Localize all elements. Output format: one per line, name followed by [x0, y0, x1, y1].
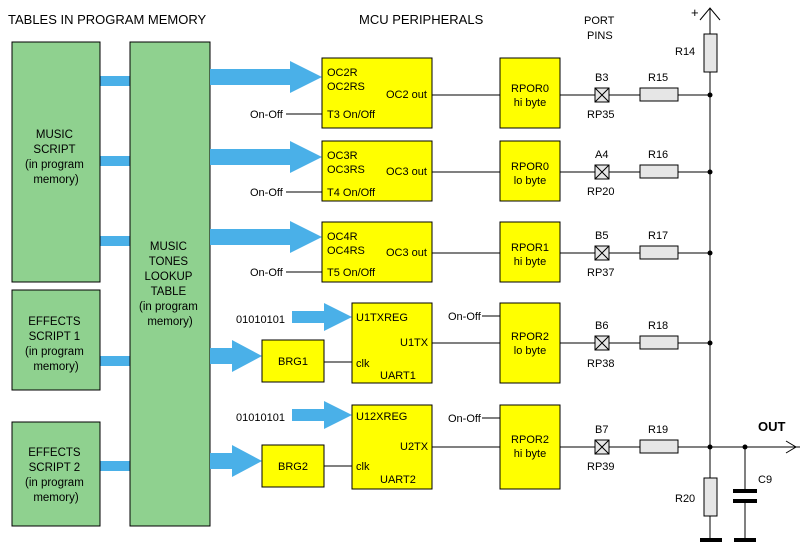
rpor4-onoff: On-Off	[448, 311, 482, 323]
oc-block-2: OC3R OC3RS OC3 out T4 On/Off On-Off	[250, 140, 433, 202]
header-mcu: MCU PERIPHERALS	[359, 12, 484, 27]
res-r18: R18	[648, 320, 668, 332]
pin-row-3: B5 RP37 R17	[560, 230, 710, 279]
header-pins: PINS	[587, 30, 613, 42]
pin-rp39: RP39	[587, 461, 615, 473]
pin-b3: B3	[595, 72, 608, 84]
effects-script-1-block	[11, 289, 101, 391]
oc-block-1: OC2R OC2RS OC2 out T3 On/Off On-Off	[250, 57, 433, 129]
oc3-reg2: OC4RS	[327, 245, 365, 257]
oc1-out: OC2 out	[386, 89, 427, 101]
pin-b7: B7	[595, 424, 608, 436]
oc3-out: OC3 out	[386, 247, 427, 259]
res-r19: R19	[648, 424, 668, 436]
oc1-reg1: OC2R	[327, 67, 358, 79]
uart1-clk: clk	[356, 358, 370, 370]
uart2-pattern: 01010101	[236, 412, 285, 424]
svg-text:RPOR2: RPOR2	[511, 434, 549, 446]
svg-text:RPOR1: RPOR1	[511, 242, 549, 254]
uart-block-1: 01010101 BRG1 U1TXREG U1TX clk UART1	[236, 302, 433, 384]
c9-label: C9	[758, 474, 772, 486]
pin-b5: B5	[595, 230, 608, 242]
res-r17: R17	[648, 230, 668, 242]
pin-rp38: RP38	[587, 358, 615, 370]
effects-script-2-label: EFFECTS SCRIPT 2 (in program memory)	[25, 447, 87, 504]
res-r16: R16	[648, 149, 668, 161]
oc3-onoff: On-Off	[250, 267, 284, 279]
effects-script-1-label: EFFECTS SCRIPT 1 (in program memory)	[25, 316, 87, 373]
svg-text:RPOR2: RPOR2	[511, 331, 549, 343]
oc3-timer: T5 On/Off	[327, 267, 376, 279]
oc2-out: OC3 out	[386, 166, 427, 178]
uart1-tx: U1TX	[400, 337, 429, 349]
capacitor-c9-bottom	[733, 499, 757, 503]
uart2-tx: U2TX	[400, 441, 429, 453]
oc2-timer: T4 On/Off	[327, 187, 376, 199]
oc2-reg2: OC3RS	[327, 164, 365, 176]
lookup-table-block	[129, 41, 211, 527]
pin-row-1: B3 RP35 R15	[560, 72, 710, 121]
oc-block-3: OC4R OC4RS OC3 out T5 On/Off On-Off	[250, 221, 433, 283]
uart2-clk: clk	[356, 461, 370, 473]
svg-text:hi byte: hi byte	[514, 97, 546, 109]
out-label: OUT	[758, 419, 786, 434]
uart2-reg: U12XREG	[356, 411, 407, 423]
pin-a4: A4	[595, 149, 608, 161]
resistor-r14	[703, 33, 718, 73]
svg-text:hi byte: hi byte	[514, 256, 546, 268]
svg-text:lo byte: lo byte	[514, 175, 546, 187]
header-tables: TABLES IN PROGRAM MEMORY	[8, 12, 206, 27]
pin-row-2: A4 RP20 R16	[560, 149, 710, 198]
resistor-r20	[703, 477, 718, 517]
oc1-reg2: OC2RS	[327, 81, 365, 93]
pin-rp20: RP20	[587, 186, 615, 198]
svg-text:lo byte: lo byte	[514, 345, 546, 357]
svg-text:RPOR0: RPOR0	[511, 161, 549, 173]
uart1-reg: U1TXREG	[356, 312, 408, 324]
brg1-label: BRG1	[278, 356, 308, 368]
oc2-reg1: OC3R	[327, 150, 358, 162]
output-rail: + R14 R20 C9 OUT	[675, 5, 797, 542]
rpor-block-1: RPOR0 hi byte	[499, 57, 561, 129]
peripheral-to-rpor-wires	[432, 94, 500, 448]
plus-label: +	[691, 5, 699, 20]
pin-rp35: RP35	[587, 109, 615, 121]
oc3-reg1: OC4R	[327, 231, 358, 243]
script-to-lookup-connectors	[100, 76, 130, 471]
svg-text:RPOR0: RPOR0	[511, 83, 549, 95]
rpor-block-2: RPOR0 lo byte	[499, 140, 561, 202]
capacitor-c9-top	[733, 489, 757, 493]
effects-script-2-block	[11, 421, 101, 527]
header-port: PORT	[584, 15, 615, 27]
uart1-pattern: 01010101	[236, 314, 285, 326]
oc1-timer: T3 On/Off	[327, 109, 376, 121]
oc1-onoff: On-Off	[250, 109, 284, 121]
brg2-label: BRG2	[278, 461, 308, 473]
pin-row-5: B7 RP39 R19	[560, 424, 800, 473]
rpor-block-3: RPOR1 hi byte	[499, 221, 561, 283]
r20-label: R20	[675, 493, 695, 505]
rpor-block-5: RPOR2 hi byte On-Off	[448, 404, 561, 490]
uart1-name: UART1	[380, 370, 416, 382]
res-r15: R15	[648, 72, 668, 84]
r14-label: R14	[675, 46, 695, 58]
pin-b6: B6	[595, 320, 608, 332]
music-script-block	[11, 41, 101, 283]
lookup-table-label: MUSIC TONES LOOKUP TABLE (in program mem…	[139, 241, 201, 328]
pin-row-4: B6 RP38 R18	[560, 320, 710, 370]
uart-block-2: 01010101 BRG2 U12XREG U2TX clk UART2	[236, 401, 433, 490]
lookup-to-oc-arrows	[210, 61, 322, 477]
svg-text:hi byte: hi byte	[514, 448, 546, 460]
uart2-name: UART2	[380, 474, 416, 486]
oc2-onoff: On-Off	[250, 187, 284, 199]
rpor5-onoff: On-Off	[448, 413, 482, 425]
pin-rp37: RP37	[587, 267, 615, 279]
rpor-block-4: RPOR2 lo byte On-Off	[448, 302, 561, 384]
music-script-label: MUSIC SCRIPT (in program memory)	[25, 129, 87, 186]
